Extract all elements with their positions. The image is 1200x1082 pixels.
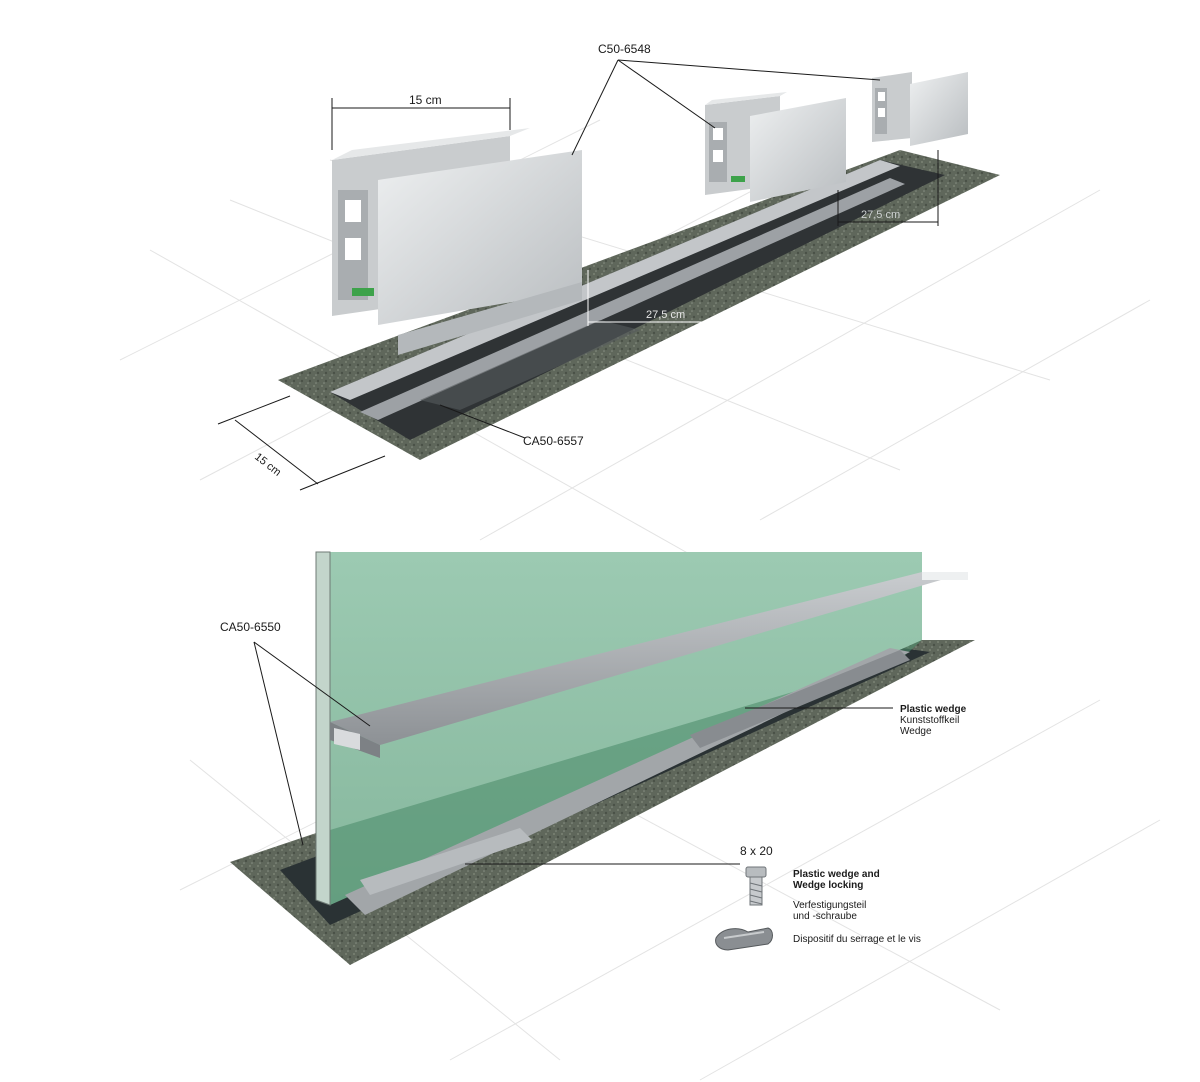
leader-c50-to-far	[617, 59, 881, 81]
floor-channel-profile	[330, 160, 900, 400]
glass-edge	[315, 551, 331, 906]
label-c50-6548: C50-6548	[598, 42, 651, 56]
label-dim-channel-width: 15 cm	[252, 451, 283, 479]
label-kit-fr: Dispositif du serrage et le vis	[793, 934, 921, 945]
label-kunststoffkeil: Kunststoffkeil	[900, 715, 959, 726]
profile-mid	[705, 92, 846, 202]
profile-far	[872, 72, 968, 146]
label-dim-spacing-far: 27,5 cm	[861, 209, 900, 221]
label-screw-size: 8 x 20	[740, 844, 773, 858]
cover-profile-ca50-6550	[330, 572, 968, 745]
label-ca50-6550: CA50-6550	[220, 620, 281, 634]
profile-near	[332, 128, 582, 355]
label-plastic-wedge: Plastic wedge	[900, 704, 967, 715]
leader-c50-to-mid	[617, 59, 716, 129]
label-wedge: Wedge	[900, 726, 932, 737]
leader-ca50-6557	[439, 404, 526, 439]
screw-icon	[745, 866, 767, 906]
label-kit-en-2: Wedge locking	[793, 880, 863, 891]
label-ca50-6557: CA50-6557	[523, 434, 584, 448]
label-kit-de-2: und -schraube	[793, 911, 857, 922]
leader-ca50-6550-to-base	[253, 641, 304, 846]
dim-line-channel-width	[234, 419, 319, 485]
label-dim-profile-width: 15 cm	[409, 93, 442, 107]
wedge-lock-icon	[715, 927, 773, 951]
label-kit-de-1: Verfestigungsteil	[793, 900, 866, 911]
leader-c50-to-near	[571, 59, 619, 156]
label-dim-spacing-near: 27,5 cm	[646, 309, 685, 321]
leader-ca50-6550-to-cover	[253, 641, 371, 727]
label-kit-en-1: Plastic wedge and	[793, 869, 880, 880]
